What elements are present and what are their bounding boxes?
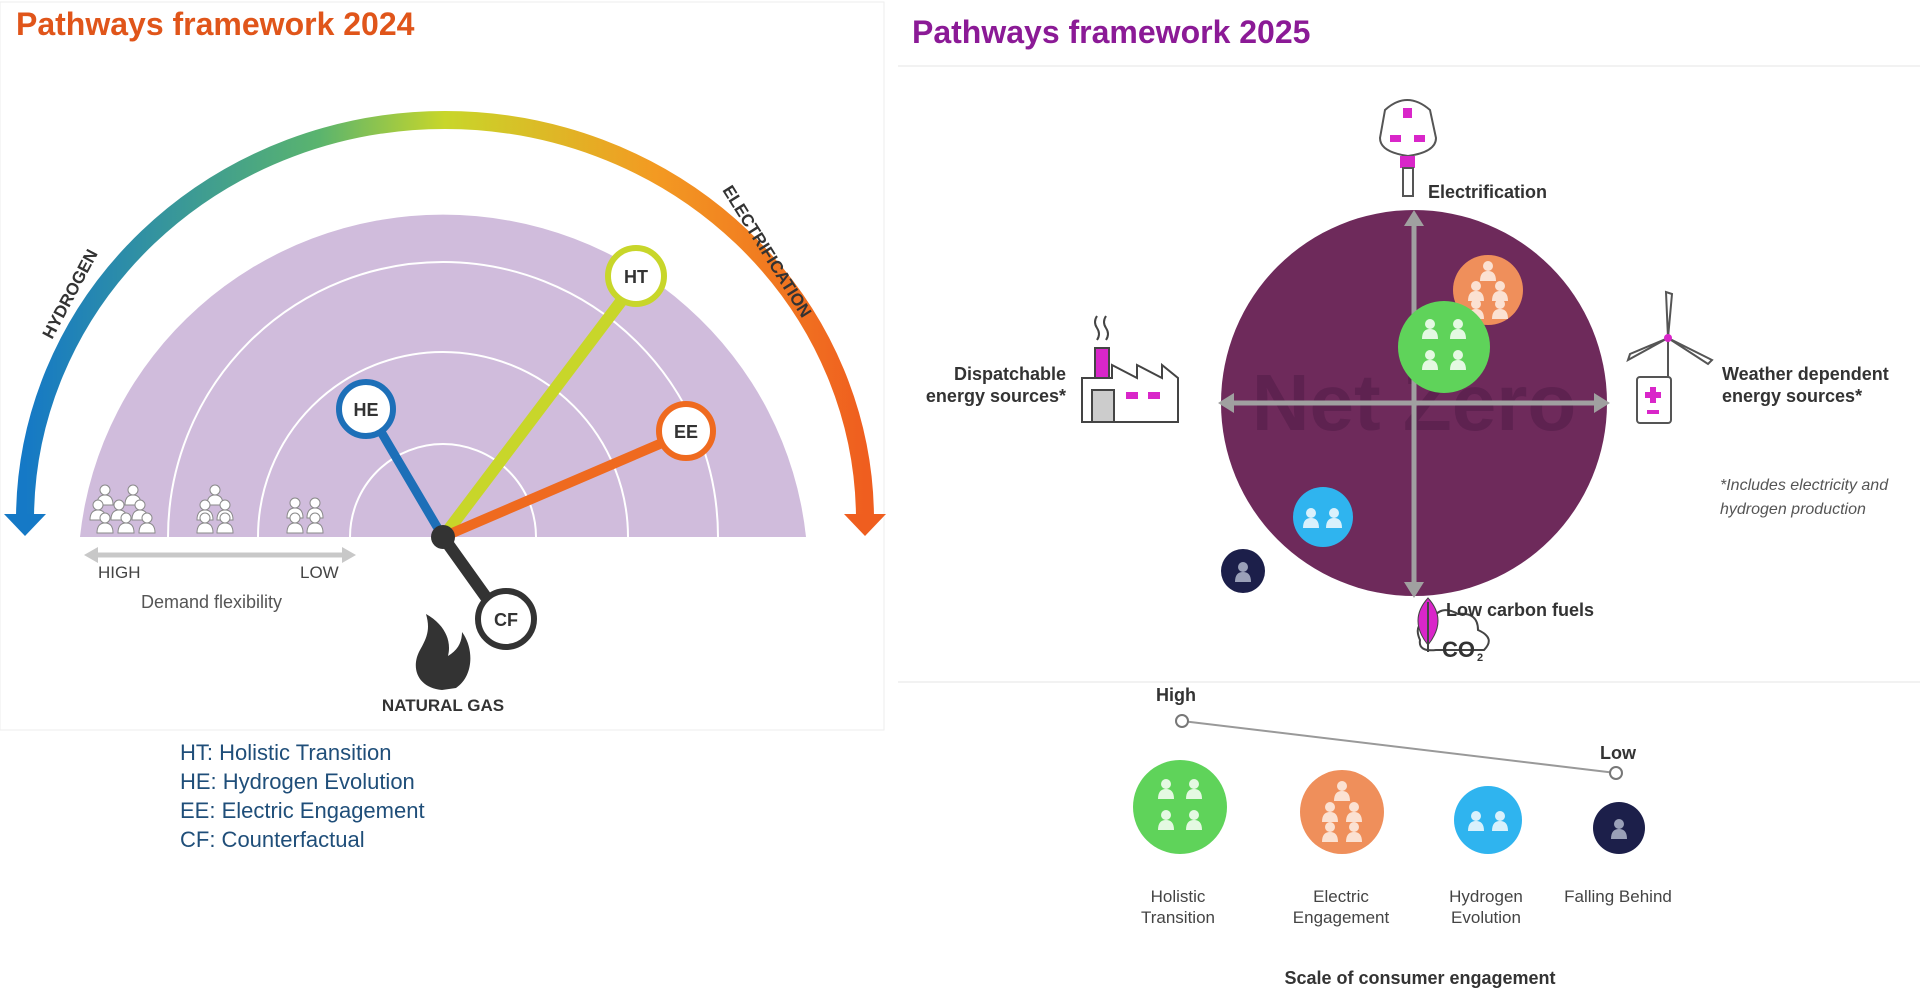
- framework-2025-panel: Net Zero: [898, 65, 1920, 988]
- engagement-axis-title: Scale of consumer engagement: [1284, 968, 1555, 988]
- plug-icon: [1378, 99, 1438, 197]
- pathway-cf-needle: [437, 531, 494, 606]
- axis-right-arrowhead: [342, 547, 356, 563]
- pathway-he-code: HE: [353, 400, 378, 420]
- wind-turbine-icon: [1626, 290, 1714, 424]
- axis-left-arrowhead: [84, 547, 98, 563]
- footnote-line1: *Includes electricity and: [1720, 477, 1889, 494]
- co2-label: CO: [1442, 637, 1475, 662]
- flame-icon: [415, 614, 471, 690]
- demand-flexibility-label: Demand flexibility: [141, 592, 282, 612]
- hydrogen-evolution-bubble: [1293, 487, 1353, 547]
- falling-behind-group: Falling Behind: [1564, 802, 1672, 906]
- axis-down-arrowhead: [1404, 582, 1424, 598]
- axis-left-arrowhead-2025: [1218, 393, 1234, 413]
- needle-pivot: [431, 525, 455, 549]
- axis-up-arrowhead: [1404, 210, 1424, 226]
- holistic-transition-bubble: [1398, 301, 1490, 393]
- electric-engagement-bubble: [1453, 255, 1523, 325]
- electric-engagement-group: Electric Engagement: [1293, 770, 1390, 927]
- holistic-transition-group: Holistic Transition: [1133, 760, 1227, 927]
- low-carbon-fuels-label: Low carbon fuels: [1446, 600, 1594, 620]
- engagement-slope-line: [1181, 720, 1617, 774]
- electrification-arrowhead: [844, 514, 886, 536]
- dispatchable-label-line2: energy sources*: [926, 386, 1066, 406]
- pathway-ee-needle: [438, 438, 667, 542]
- hydrogen-evolution-group: Hydrogen Evolution: [1449, 786, 1523, 927]
- pathway-ht-code: HT: [624, 267, 648, 287]
- axis-right-arrowhead-2025: [1594, 393, 1610, 413]
- legend-cf: CF: Counterfactual: [180, 827, 365, 852]
- pathway-spectrum-arc: [16, 111, 874, 521]
- axis-high-label: HIGH: [98, 563, 141, 582]
- dispatchable-label-line1: Dispatchable: [954, 364, 1066, 384]
- pathway-he-needle: [375, 425, 448, 542]
- pathway-ee-code: EE: [674, 422, 698, 442]
- factory-icon: [1081, 315, 1179, 423]
- pathway-ht-badge: HT: [605, 245, 667, 307]
- hydrogen-evolution-label-line1: Hydrogen: [1449, 887, 1523, 906]
- natural-gas-label: NATURAL GAS: [382, 696, 504, 715]
- legend-ht: HT: Holistic Transition: [180, 740, 392, 765]
- framework-2024-title: Pathways framework 2024: [16, 6, 415, 42]
- holistic-transition-label-line2: Transition: [1141, 908, 1215, 927]
- hydrogen-evolution-label-line2: Evolution: [1451, 908, 1521, 927]
- weather-dependent-label-line1: Weather dependent: [1722, 364, 1889, 384]
- pathway-ee-badge: EE: [656, 401, 716, 461]
- hydrogen-arrowhead: [4, 514, 46, 536]
- engagement-high-label: High: [1156, 685, 1196, 705]
- falling-behind-bubble: [1221, 549, 1265, 593]
- falling-behind-label: Falling Behind: [1564, 887, 1672, 906]
- holistic-transition-label-line1: Holistic: [1151, 887, 1206, 906]
- legend-he: HE: Hydrogen Evolution: [180, 769, 415, 794]
- pathway-he-badge: HE: [336, 379, 396, 439]
- engagement-low-label: Low: [1600, 743, 1637, 763]
- pathway-ht-needle: [437, 294, 628, 543]
- electric-engagement-label-line1: Electric: [1313, 887, 1369, 906]
- framework-2025-title: Pathways framework 2025: [912, 14, 1311, 50]
- pathway-cf-code: CF: [494, 610, 518, 630]
- engagement-low-marker: [1609, 766, 1623, 780]
- leaf-co2-icon: CO 2: [1416, 597, 1490, 664]
- co2-subscript: 2: [1477, 652, 1483, 664]
- axis-low-label: LOW: [300, 563, 339, 582]
- footnote-line2: hydrogen production: [1720, 501, 1866, 518]
- electrification-label: Electrification: [1428, 182, 1547, 202]
- legend-ee: EE: Electric Engagement: [180, 798, 425, 823]
- engagement-high-marker: [1175, 714, 1189, 728]
- framework-2024-panel: HYDROGEN ELECTRIFICATION: [0, 1, 886, 731]
- electric-engagement-label-line2: Engagement: [1293, 908, 1390, 927]
- weather-dependent-label-line2: energy sources*: [1722, 386, 1862, 406]
- pathway-cf-badge: CF: [475, 588, 537, 650]
